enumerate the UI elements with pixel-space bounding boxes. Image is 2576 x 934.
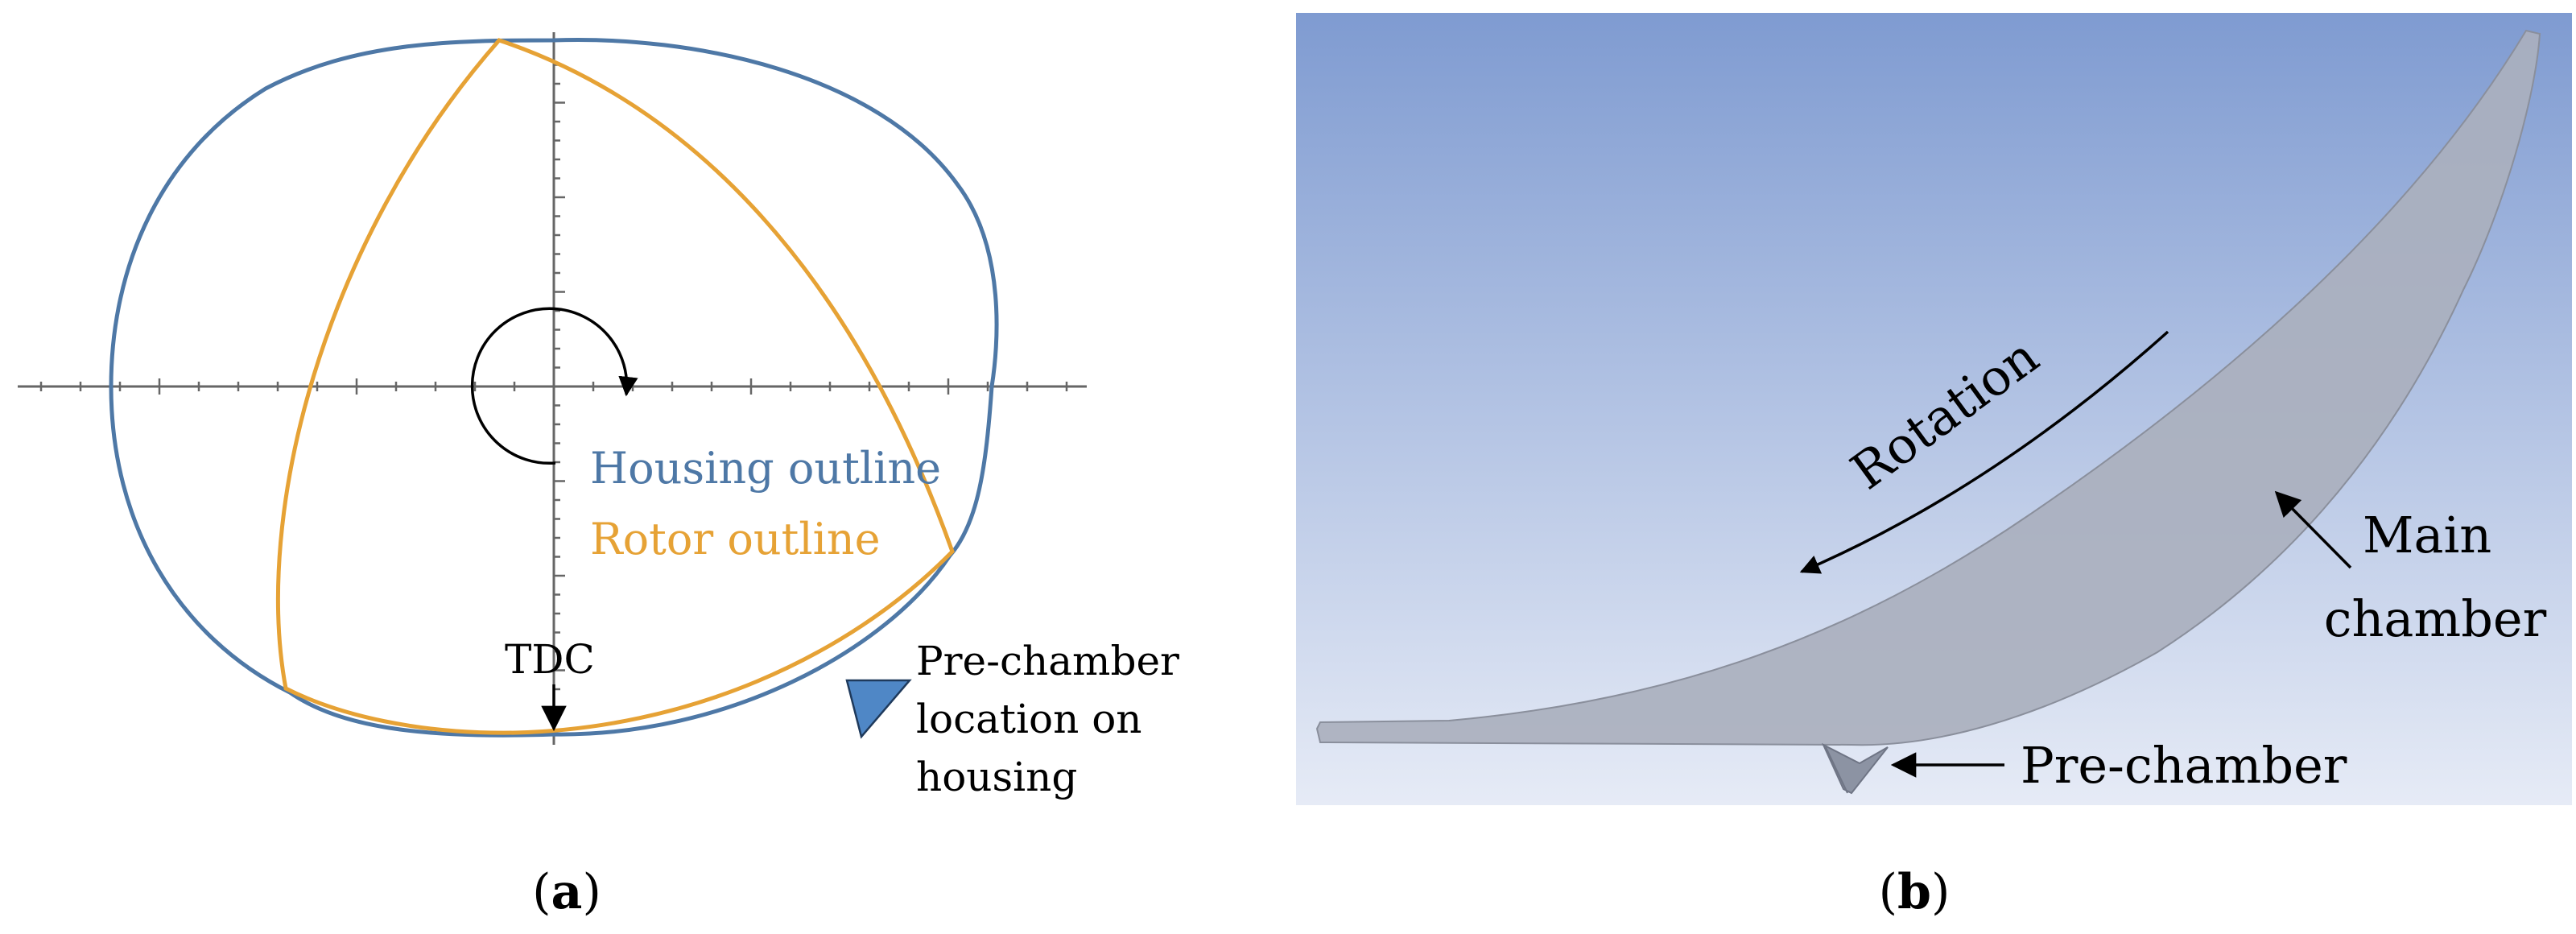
main-chamber-callout: Main chamber [2274,490,2547,648]
prechamber-location-line-2: location on [916,696,1142,742]
axes [18,32,1087,745]
prechamber-label: Pre-chamber [2021,736,2347,795]
rotation-arrow-b [1799,330,2169,574]
legend: Housing outline Rotor outline [590,443,941,564]
housing-legend-label: Housing outline [590,443,941,494]
rotation-arrow [470,307,638,465]
main-chamber-line-2: chamber [2324,589,2547,648]
panel-a: Housing outline Rotor outline TDC Pre-ch… [18,32,1192,920]
rotor-legend-label: Rotor outline [590,514,881,564]
prechamber-location-line-3: housing [916,754,1077,800]
prechamber-location: Pre-chamber location on housing [845,638,1192,800]
prechamber-shape [1821,742,1889,795]
caption-a: (a) [532,864,601,920]
main-chamber-shape [1315,29,2541,746]
prechamber-callout: Pre-chamber [1890,736,2347,795]
prechamber-marker-icon [845,679,912,739]
prechamber-location-line-1: Pre-chamber [916,638,1179,684]
main-chamber-arrow [2274,490,2352,569]
tdc-marker: TDC [505,636,595,732]
panel-b: Rotation Main chamber Pre-chamber (b) [1296,13,2572,920]
main-chamber-label: Main chamber [2324,506,2547,648]
prechamber-location-label: Pre-chamber location on housing [916,638,1192,800]
housing-outline [109,38,999,738]
tdc-label: TDC [505,636,595,683]
main-chamber-line-1: Main [2363,506,2491,564]
caption-b: (b) [1879,864,1951,920]
